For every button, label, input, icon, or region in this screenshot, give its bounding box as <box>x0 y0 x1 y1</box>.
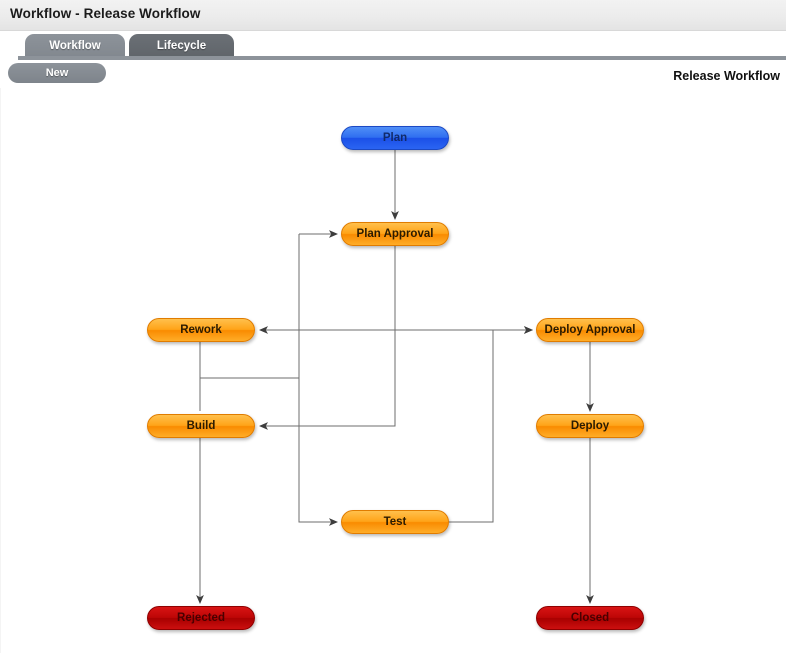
toolbar: New Release Workflow <box>0 61 786 87</box>
edge-plan-approval-to-rework <box>259 246 396 334</box>
tab-workflow[interactable]: Workflow <box>25 34 125 59</box>
edge-build-to-test <box>298 378 338 526</box>
node-test[interactable]: Test <box>341 510 449 534</box>
tab-lifecycle[interactable]: Lifecycle <box>129 34 234 59</box>
edge-plan-approval-to-build <box>259 330 396 430</box>
node-plan-approval[interactable]: Plan Approval <box>341 222 449 246</box>
page-title: Workflow - Release Workflow <box>10 6 201 21</box>
new-button[interactable]: New <box>8 63 106 83</box>
tab-underline <box>18 56 786 60</box>
node-plan[interactable]: Plan <box>341 126 449 150</box>
node-rejected[interactable]: Rejected <box>147 606 255 630</box>
workflow-name-label: Release Workflow <box>673 69 780 83</box>
node-deploy[interactable]: Deploy <box>536 414 644 438</box>
edge-test-to-deploy-approval <box>449 330 494 523</box>
node-closed[interactable]: Closed <box>536 606 644 630</box>
node-build[interactable]: Build <box>147 414 255 438</box>
node-deploy-approval[interactable]: Deploy Approval <box>536 318 644 342</box>
window-titlebar: Workflow - Release Workflow <box>0 0 786 31</box>
workflow-connectors <box>196 150 594 604</box>
node-rework[interactable]: Rework <box>147 318 255 342</box>
tab-bar: Workflow Lifecycle <box>0 31 786 59</box>
workflow-canvas[interactable]: Plan Plan Approval Rework Deploy Approva… <box>0 88 786 653</box>
